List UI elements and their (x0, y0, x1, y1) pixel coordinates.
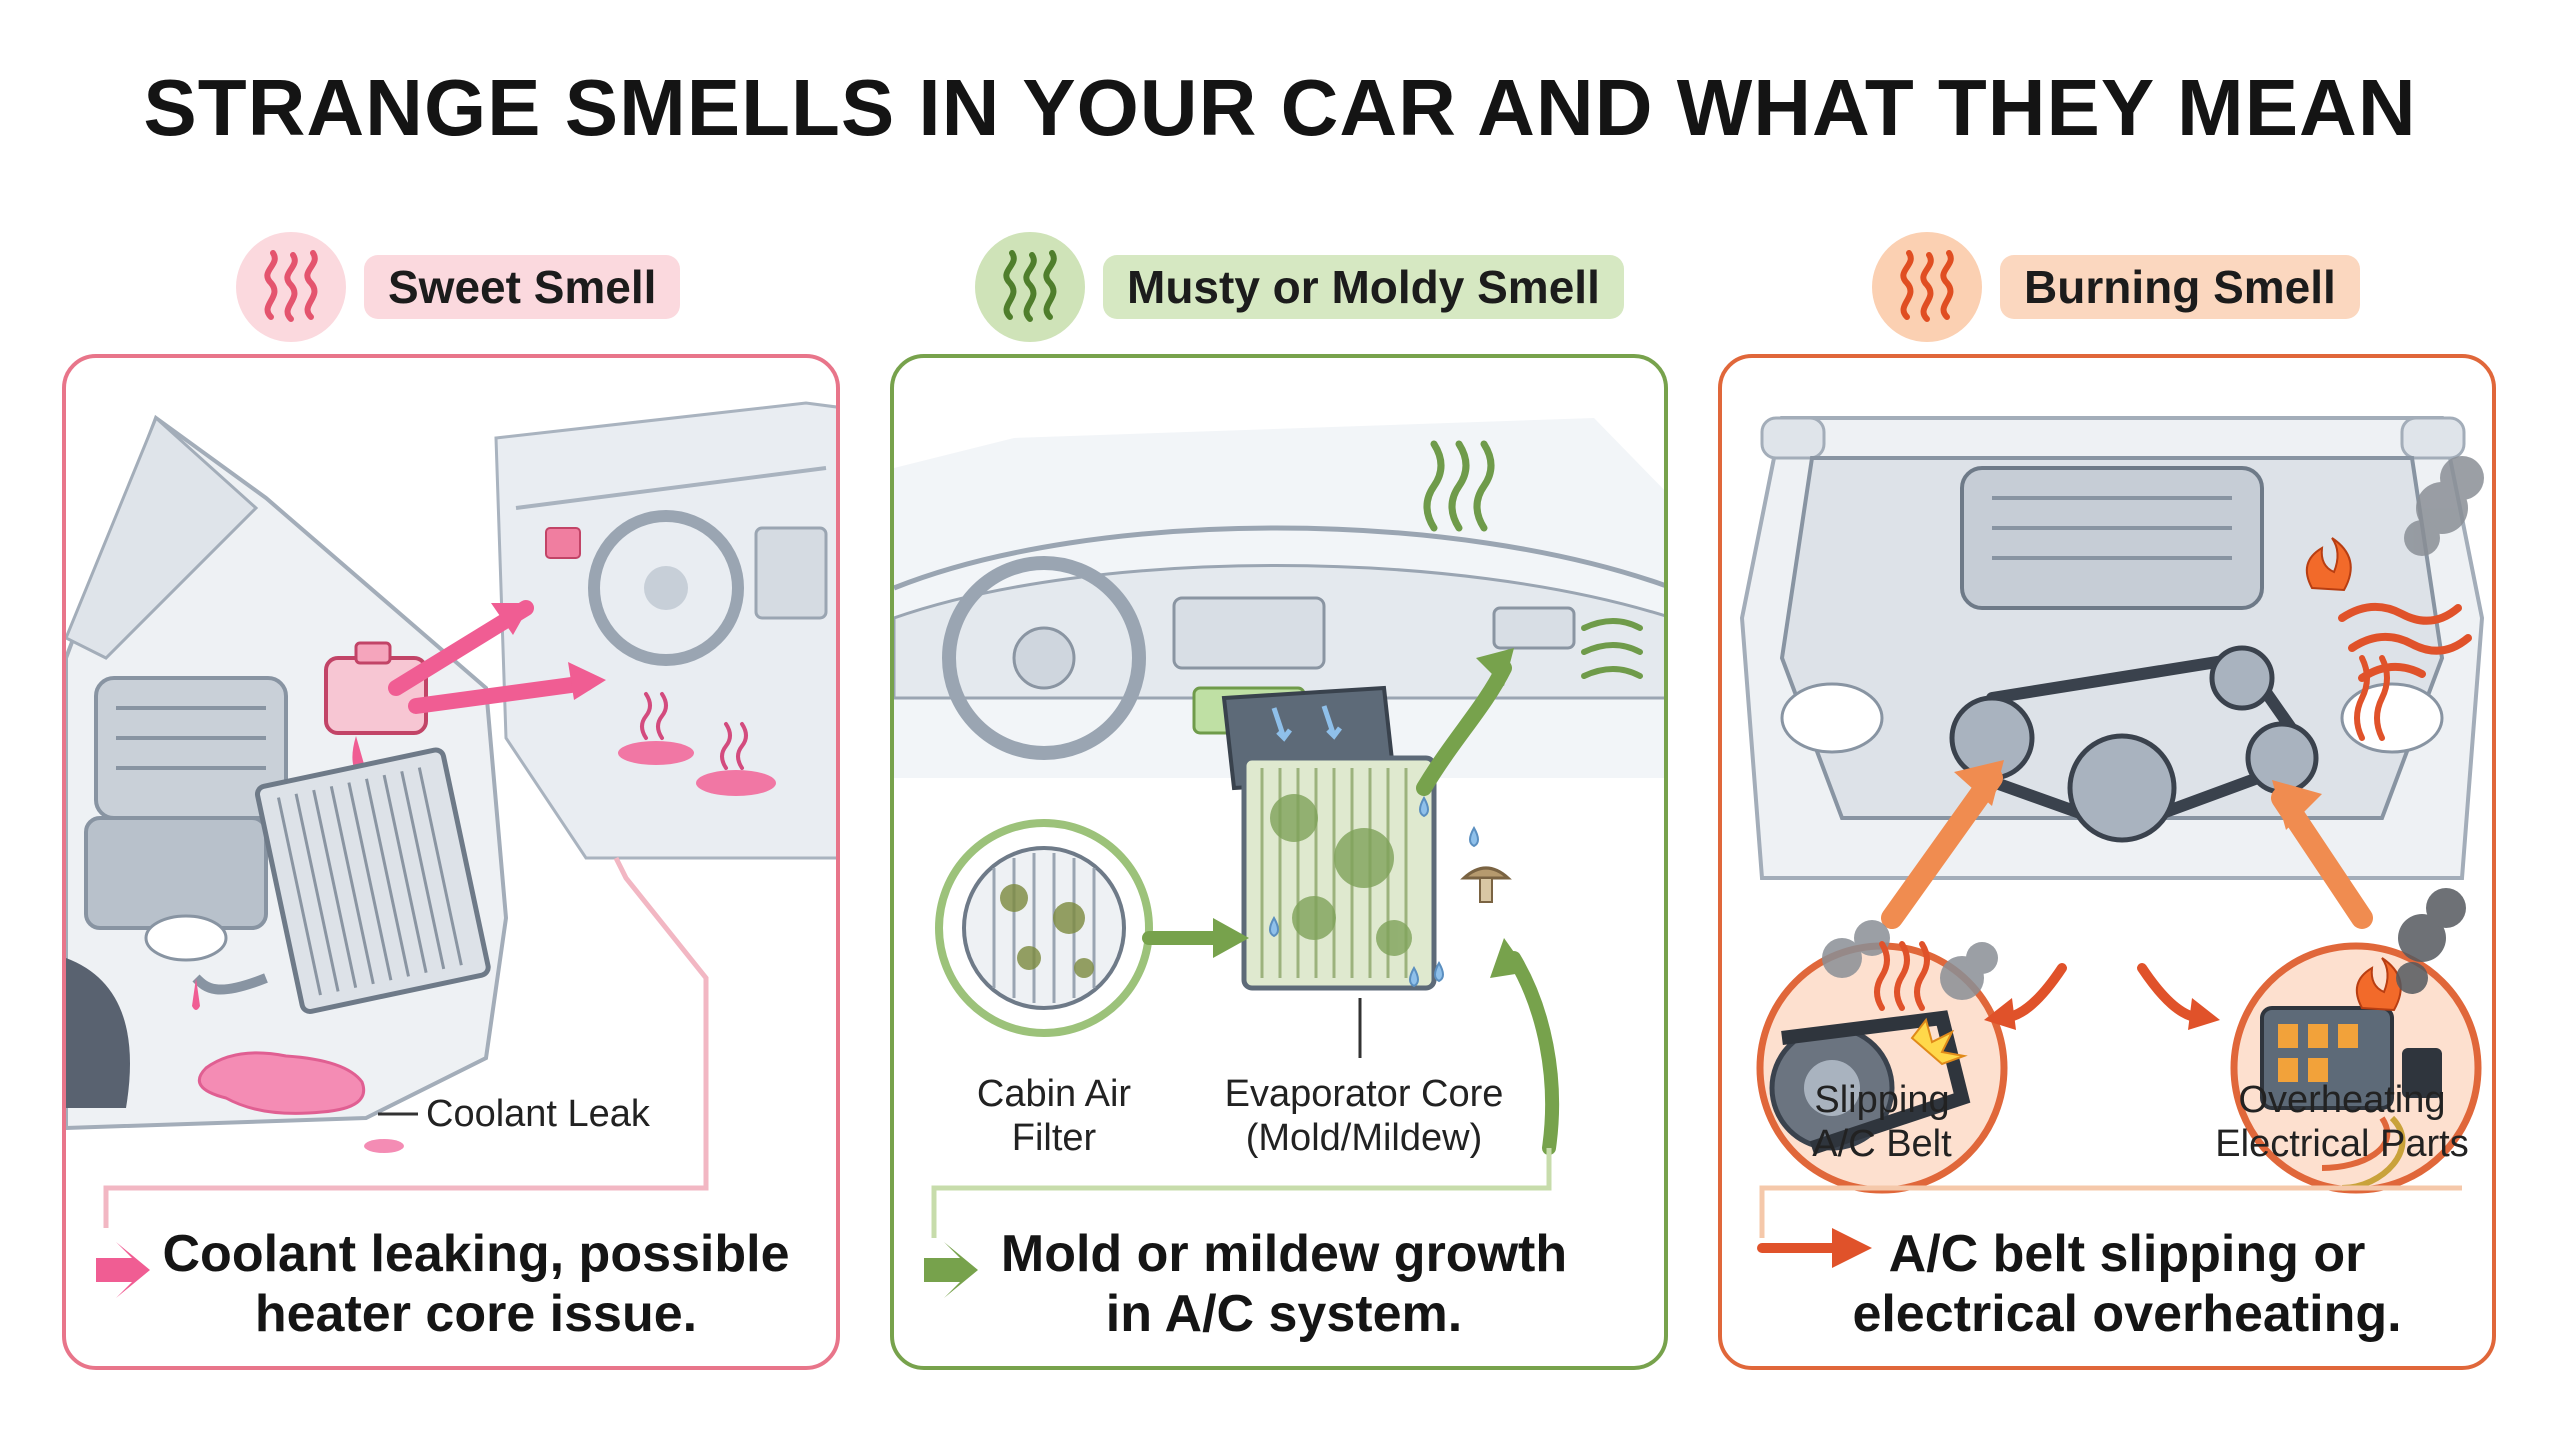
musty-smell-icon (975, 232, 1085, 342)
burning-smell-icon (1872, 232, 1982, 342)
sweet-smell-summary-line2: heater core issue. (254, 1285, 698, 1343)
burning-smell-summary-line2: electrical overheating. (1852, 1285, 2402, 1343)
cabin-air-filter-label-line2: Filter (1011, 1117, 1097, 1159)
sweet-smell-header: Sweet Smell (236, 232, 681, 342)
page-title: STRANGE SMELLS IN YOUR CAR AND WHAT THEY… (143, 63, 2417, 152)
sweet-smell-panel: Coolant Leak Coolant leaking, possible h… (62, 354, 840, 1370)
musty-smell-summary-line2: in A/C system. (1105, 1285, 1463, 1343)
slipping-belt-label-line2: A/C Belt (1812, 1123, 1952, 1165)
musty-smell-panel: Cabin Air Filter Evaporator Core (Mold/M… (890, 354, 1668, 1370)
mold-illustration (894, 418, 1664, 1298)
evaporator-core-label-line2: (Mold/Mildew) (1245, 1117, 1483, 1159)
sweet-smell-title: Sweet Smell (364, 255, 681, 319)
slipping-belt-label-line1: Slipping (1814, 1079, 1950, 1121)
burning-smell-summary-line1: A/C belt slipping or (1888, 1225, 2366, 1283)
coolant-leak-label: Coolant Leak (426, 1093, 650, 1135)
coolant-leak-illustration (66, 401, 836, 1298)
sweet-smell-summary-line1: Coolant leaking, possible (162, 1225, 790, 1283)
musty-smell-summary-line1: Mold or mildew growth (1000, 1225, 1568, 1283)
musty-smell-title: Musty or Moldy Smell (1103, 255, 1624, 319)
burning-smell-panel: Slipping A/C Belt Overheating Electrical… (1718, 354, 2496, 1370)
cabin-air-filter-label-line1: Cabin Air (976, 1073, 1132, 1115)
overheating-electrical-label-line2: Electrical Parts (2215, 1123, 2469, 1165)
burning-illustration (1739, 416, 2485, 1268)
burning-smell-header: Burning Smell (1872, 232, 2360, 342)
overheating-electrical-label-line1: Overheating (2238, 1079, 2446, 1121)
evaporator-core-label-line1: Evaporator Core (1224, 1073, 1504, 1115)
musty-smell-header: Musty or Moldy Smell (975, 232, 1624, 342)
sweet-smell-icon (236, 232, 346, 342)
burning-smell-title: Burning Smell (2000, 255, 2360, 319)
